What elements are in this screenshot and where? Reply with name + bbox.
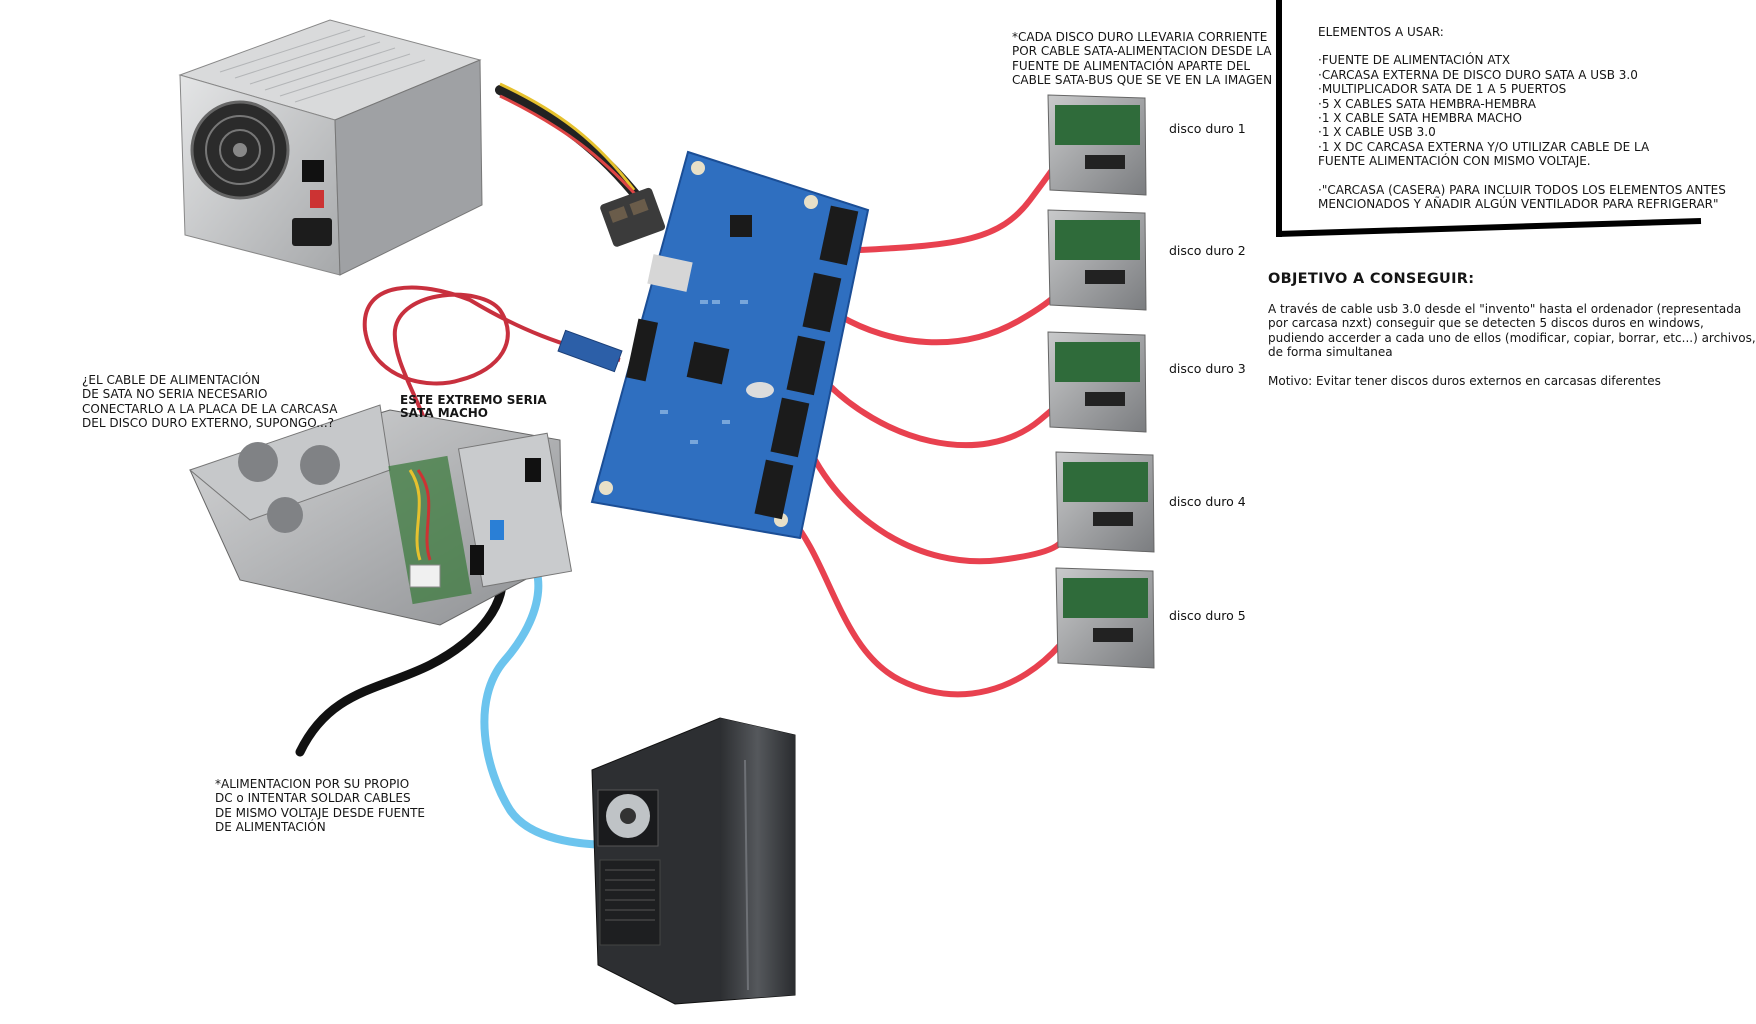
dc-power-cable bbox=[295, 565, 507, 757]
elements-box-border bbox=[1276, 0, 1702, 237]
note-line: CONECTARLO A LA PLACA DE LA CARCASA bbox=[82, 401, 338, 416]
note-dc-power: *ALIMENTACION POR SU PROPIO DC o INTENTA… bbox=[215, 777, 425, 835]
atx-power-supply bbox=[178, 19, 483, 276]
objective-motivo: Motivo: Evitar tener discos duros extern… bbox=[1268, 373, 1661, 388]
elements-title: ELEMENTOS A USAR: bbox=[1318, 25, 1444, 39]
objective-line: por carcasa nzxt) conseguir que se detec… bbox=[1268, 316, 1704, 331]
note-line: POR CABLE SATA-ALIMENTACION DESDE LA bbox=[1012, 44, 1272, 59]
external-hdd-enclosure bbox=[188, 404, 573, 626]
note-line: *ALIMENTACION POR SU PROPIO bbox=[215, 777, 410, 791]
note-power-per-disk: *CADA DISCO DURO LLEVARIA CORRIENTE POR … bbox=[1012, 30, 1272, 88]
hard-drive-2 bbox=[1047, 209, 1147, 311]
objective-line: pudiendo accerder a cada uno de ellos (m… bbox=[1268, 330, 1756, 345]
disk-label-4: disco duro 4 bbox=[1169, 494, 1246, 509]
pc-case-nzxt bbox=[591, 717, 796, 1005]
sata-cables bbox=[785, 147, 1077, 698]
note-line: *CADA DISCO DURO LLEVARIA CORRIENTE bbox=[1012, 30, 1268, 44]
note-line: ¿EL CABLE DE ALIMENTACIÓN bbox=[82, 373, 261, 387]
disk-label-5: disco duro 5 bbox=[1169, 608, 1246, 623]
note-line: DE MISMO VOLTAJE DESDE FUENTE bbox=[215, 805, 426, 820]
hard-drive-4 bbox=[1055, 451, 1155, 553]
elements-item: ·MULTIPLICADOR SATA DE 1 A 5 PUERTOS bbox=[1318, 82, 1567, 97]
elements-item: ·FUENTE DE ALIMENTACIÓN ATX bbox=[1318, 53, 1511, 68]
hard-drive-1 bbox=[1047, 94, 1147, 196]
sata-cable-loop bbox=[362, 285, 621, 441]
note-line: DE SATA NO SERIA NECESARIO bbox=[82, 387, 268, 402]
note-line: FUENTE DE ALIMENTACIÓN APARTE DEL bbox=[1012, 58, 1251, 73]
elements-item: ·1 X DC CARCASA EXTERNA Y/O UTILIZAR CAB… bbox=[1318, 139, 1650, 154]
note-line: ESTE EXTREMO SERIA bbox=[400, 393, 547, 407]
psu-connector bbox=[600, 187, 666, 247]
note-line: DC o INTENTAR SOLDAR CABLES bbox=[215, 791, 411, 806]
power-switch-icon bbox=[302, 160, 324, 182]
enclosure-switch-icon bbox=[525, 458, 541, 482]
sata-cable-2 bbox=[837, 272, 1064, 346]
elements-extra: ·"CARCASA (CASERA) PARA INCLUIR TODOS LO… bbox=[1318, 182, 1726, 197]
disk-label-2: disco duro 2 bbox=[1169, 243, 1246, 258]
note-line: DEL DISCO DURO EXTERNO, SUPONGO...? bbox=[82, 416, 334, 431]
sata-cable-1 bbox=[857, 147, 1063, 253]
note-line: SATA MACHO bbox=[400, 406, 488, 420]
usb-port-icon bbox=[490, 520, 504, 540]
elements-extra: MENCIONADOS Y AÑADIR ALGÚN VENTILADOR PA… bbox=[1318, 197, 1719, 212]
objective-heading: OBJETIVO A CONSEGUIR: bbox=[1268, 271, 1475, 287]
diagram-canvas bbox=[178, 0, 1702, 1005]
sata-cable-3 bbox=[819, 375, 1077, 449]
elements-item: ·1 X CABLE USB 3.0 bbox=[1318, 125, 1436, 140]
elements-item: ·5 X CABLES SATA HEMBRA-HEMBRA bbox=[1318, 96, 1536, 111]
objective-line: de forma simultanea bbox=[1268, 345, 1393, 360]
disk-label-3: disco duro 3 bbox=[1169, 361, 1246, 376]
note-sata-power-question: ¿EL CABLE DE ALIMENTACIÓN DE SATA NO SER… bbox=[82, 373, 337, 431]
objective-line: A través de cable usb 3.0 desde el "inve… bbox=[1268, 302, 1742, 316]
elements-item: ·CARCASA EXTERNA DE DISCO DURO SATA A US… bbox=[1318, 67, 1638, 82]
disk-label-1: disco duro 1 bbox=[1169, 121, 1246, 136]
note-sata-male-end: ESTE EXTREMO SERIA SATA MACHO bbox=[400, 394, 547, 420]
note-line: CABLE SATA-BUS QUE SE VE EN LA IMAGEN bbox=[1012, 73, 1273, 88]
hard-drive-5 bbox=[1055, 567, 1155, 669]
sata-male-connector bbox=[557, 329, 623, 373]
elements-item: FUENTE ALIMENTACIÓN CON MISMO VOLTAJE. bbox=[1318, 154, 1591, 169]
sata-cable-4 bbox=[802, 437, 1068, 565]
elements-item: ·1 X CABLE SATA HEMBRA MACHO bbox=[1318, 111, 1523, 126]
objective-text: A través de cable usb 3.0 desde el "inve… bbox=[1268, 302, 1756, 388]
sata-cable-5 bbox=[785, 512, 1063, 698]
note-line: DE ALIMENTACIÓN bbox=[215, 820, 326, 835]
usb-cable bbox=[480, 526, 619, 849]
elements-list: ELEMENTOS A USAR: ·FUENTE DE ALIMENTACIÓ… bbox=[1318, 25, 1726, 211]
sata-multiplier-board bbox=[590, 150, 870, 540]
hard-drive-3 bbox=[1047, 331, 1147, 433]
